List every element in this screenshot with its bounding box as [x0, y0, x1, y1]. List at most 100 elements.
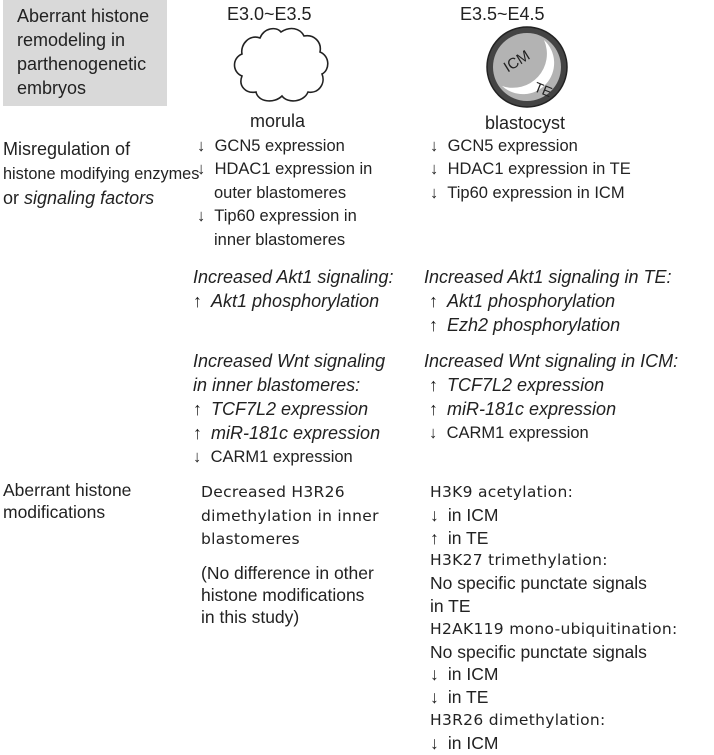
item-text: GCN5 expression	[214, 137, 345, 155]
item-text: H3K27 trimethylation:	[430, 551, 608, 570]
morula-note: (No difference in other histone modifica…	[201, 562, 374, 628]
item-text: Tip60 expression in	[214, 207, 357, 226]
morula-wnt: Increased Wnt signaling in inner blastom…	[193, 349, 385, 469]
list-item: ↓ CARM1 expression	[424, 421, 678, 445]
row-label-line: or signaling factors	[3, 186, 199, 210]
title-line: Aberrant histone	[17, 6, 150, 26]
row-label-signaling: signaling factors	[24, 188, 155, 208]
wnt-heading: Increased Wnt signaling	[193, 351, 386, 371]
morula-akt: Increased Akt1 signaling: ↑ Akt1 phospho…	[193, 265, 393, 313]
modification-item: in TE	[430, 595, 678, 618]
list-item: ↑ Ezh2 phosphorylation	[424, 313, 671, 337]
row-label-line: modifications	[3, 502, 106, 522]
list-item: ↑ Akt1 phosphorylation	[193, 289, 393, 313]
row-label-line: histone modifying enzymes	[3, 165, 200, 183]
arrow-up-icon: ↑	[429, 315, 438, 335]
row-label-or: or	[3, 188, 20, 208]
arrow-down-icon: ↓	[430, 160, 439, 179]
row-label-misregulation: Misregulation of histone modifying enzym…	[3, 137, 199, 210]
list-item: ↓ Tip60 expression in ICM	[430, 182, 631, 205]
modification-item: ↓ in ICM	[430, 663, 678, 686]
item-text: in ICM	[447, 504, 499, 525]
blastocyst-illustration: ICM TE	[486, 26, 568, 108]
row-label-modifications: Aberrant histone modifications	[3, 479, 131, 523]
arrow-down-icon: ↓	[193, 448, 202, 466]
list-item: outer blastomeres	[197, 182, 372, 205]
wnt-heading: Increased Wnt signaling in ICM:	[424, 351, 679, 371]
morula-enzymes: ↓ GCN5 expression ↓ HDAC1 expression in …	[197, 135, 372, 252]
arrow-down-icon: ↓	[430, 664, 439, 685]
list-item: ↑ Akt1 phosphorylation	[424, 289, 671, 313]
item-text: in TE	[447, 527, 489, 548]
morula-illustration	[233, 27, 329, 102]
item-text: H3R26 dimethylation:	[430, 710, 606, 729]
list-item: ↓ GCN5 expression	[197, 135, 372, 158]
arrow-up-icon: ↑	[430, 527, 439, 548]
te-label: TE	[532, 79, 555, 101]
morula-stage-range: E3.0~E3.5	[227, 4, 312, 24]
arrow-down-icon: ↓	[430, 183, 439, 202]
item-text: inner blastomeres	[214, 230, 346, 249]
item-text: HDAC1 expression in	[214, 160, 373, 179]
row-label-line: Misregulation of	[3, 139, 131, 159]
morula-shape	[233, 27, 329, 102]
modification-line: Decreased H3R26	[201, 483, 345, 501]
item-text: CARM1 expression	[446, 424, 589, 442]
item-text: Tip60 expression in ICM	[447, 183, 625, 202]
wnt-heading: in inner blastomeres:	[193, 375, 361, 395]
arrow-up-icon: ↑	[193, 291, 202, 311]
item-text: in ICM	[447, 664, 499, 685]
arrow-down-icon: ↓	[430, 137, 439, 155]
list-item: ↓ HDAC1 expression in TE	[430, 158, 631, 181]
modification-line: dimethylation in inner	[201, 506, 379, 525]
item-text: miR-181c expression	[447, 399, 617, 419]
list-item: ↑ TCF7L2 expression	[424, 373, 678, 397]
blastocyst-wnt: Increased Wnt signaling in ICM: ↑ TCF7L2…	[424, 349, 678, 445]
akt-heading: Increased Akt1 signaling in TE:	[424, 267, 672, 287]
blastocyst-label: blastocyst	[485, 113, 566, 133]
modification-item: No specific punctate signals	[430, 641, 678, 664]
modification-line: blastomeres	[201, 530, 300, 548]
list-item: inner blastomeres	[197, 229, 372, 252]
modification-heading: H2AK119 mono-ubiquitination:	[430, 618, 678, 641]
item-text: Akt1 phosphorylation	[447, 291, 616, 311]
modification-item: ↑ in TE	[430, 527, 678, 550]
note-line: histone modifications	[201, 585, 365, 605]
modification-heading: H3K9 acetylation:	[430, 481, 678, 504]
modification-item: No specific punctate signals	[430, 572, 678, 595]
arrow-down-icon: ↓	[429, 424, 438, 442]
arrow-down-icon: ↓	[430, 687, 439, 708]
item-text: No specific punctate signals	[430, 641, 647, 662]
item-text: H2AK119 mono-ubiquitination:	[430, 619, 678, 638]
morula-modifications: Decreased H3R26 dimethylation in inner b…	[201, 481, 379, 552]
title-line: parthenogenetic	[17, 54, 147, 74]
item-text: CARM1 expression	[210, 448, 353, 466]
item-text: miR-181c expression	[211, 423, 381, 443]
list-item: ↓ HDAC1 expression in	[197, 158, 372, 181]
item-text: outer blastomeres	[214, 183, 347, 202]
list-item: ↓ CARM1 expression	[193, 445, 385, 469]
note-line: in this study)	[201, 607, 300, 627]
item-text: Ezh2 phosphorylation	[447, 315, 621, 335]
list-item: ↓ Tip60 expression in	[197, 205, 372, 228]
item-text: in TE	[447, 687, 489, 708]
modification-heading: H3K27 trimethylation:	[430, 549, 678, 572]
arrow-up-icon: ↑	[429, 399, 438, 419]
blastocyst-stage-range: E3.5~E4.5	[460, 4, 545, 24]
row-label-line: Aberrant histone	[3, 480, 132, 500]
title-box: Aberrant histone remodeling in parthenog…	[3, 0, 167, 106]
arrow-down-icon: ↓	[430, 732, 439, 753]
modification-heading: H3R26 dimethylation:	[430, 709, 678, 732]
arrow-up-icon: ↑	[193, 423, 202, 443]
item-text: H3K9 acetylation:	[430, 483, 574, 501]
arrow-down-icon: ↓	[197, 160, 206, 179]
arrow-down-icon: ↓	[430, 504, 439, 525]
item-text: GCN5 expression	[447, 137, 578, 155]
arrow-down-icon: ↓	[197, 207, 206, 226]
akt-heading: Increased Akt1 signaling:	[193, 267, 394, 287]
morula-label: morula	[250, 111, 306, 131]
item-text: in ICM	[447, 732, 499, 753]
arrow-up-icon: ↑	[429, 291, 438, 311]
item-text: Akt1 phosphorylation	[211, 291, 380, 311]
